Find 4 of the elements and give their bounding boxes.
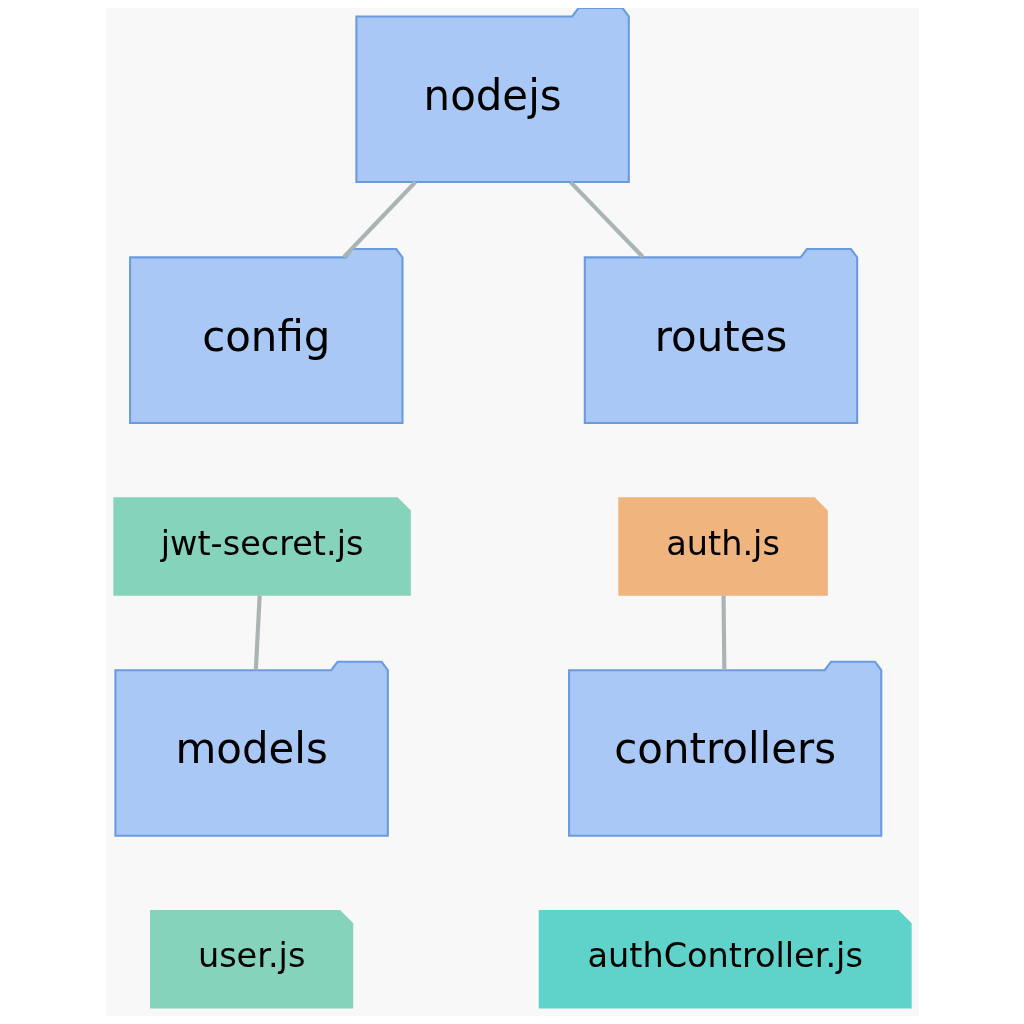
connector	[253, 595, 262, 671]
connector	[568, 180, 644, 259]
connector	[341, 180, 417, 259]
connector	[720, 595, 726, 671]
